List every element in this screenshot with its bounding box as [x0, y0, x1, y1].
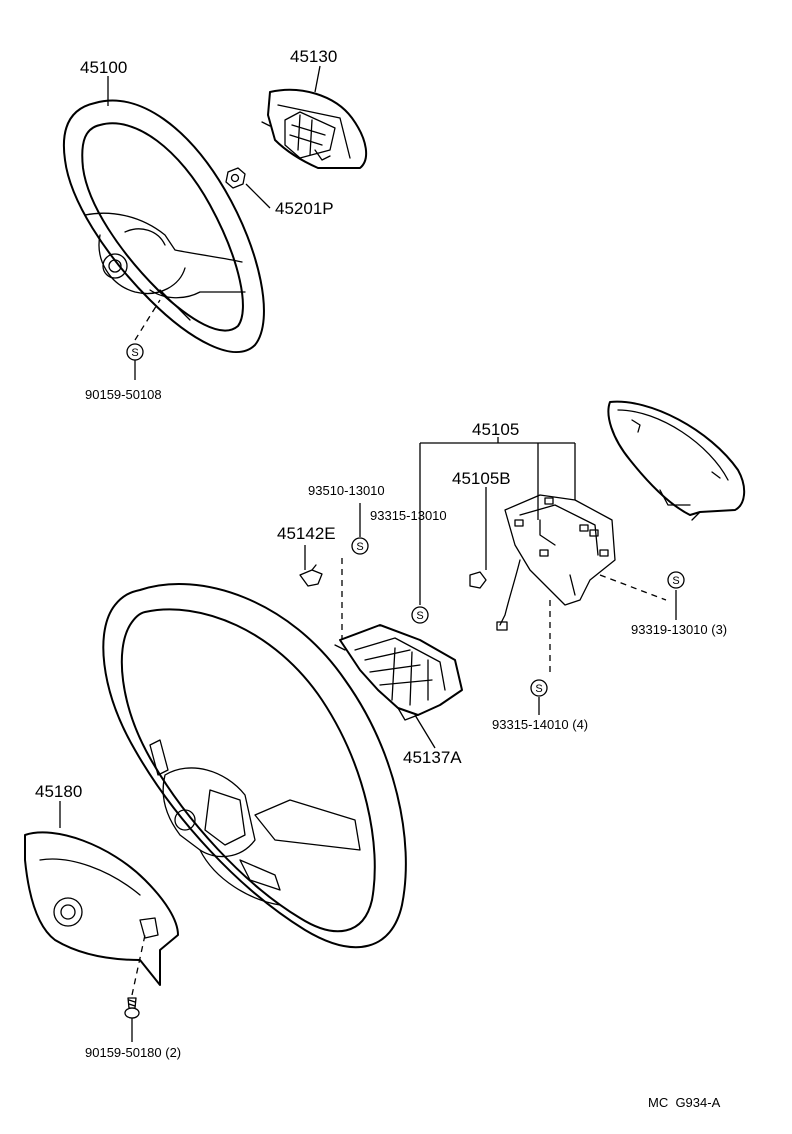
- symbol-s-93319: S: [667, 571, 685, 589]
- label-45105: 45105: [472, 420, 519, 439]
- label-93315-14010: 93315-14010 (4): [492, 717, 588, 732]
- label-45130: 45130: [290, 47, 337, 66]
- svg-text:S: S: [535, 683, 542, 695]
- bracket-assembly-45105: [469, 494, 616, 631]
- label-45100: 45100: [80, 58, 127, 77]
- symbol-s-93315-14010: S: [530, 679, 548, 697]
- label-45142e: 45142E: [277, 524, 336, 543]
- symbol-s-93510: S: [351, 537, 369, 555]
- label-45201p: 45201P: [275, 199, 334, 218]
- screw-90159-50180: [124, 997, 140, 1019]
- clip-45142e: [299, 564, 323, 587]
- footer-code: MC G934-A: [648, 1095, 721, 1110]
- label-93510-13010: 93510-13010: [308, 483, 385, 498]
- label-93319-13010: 93319-13010 (3): [631, 622, 727, 637]
- symbol-s-93315-13010: S: [411, 606, 429, 624]
- steering-wheel-lower: [102, 583, 407, 949]
- svg-text:S: S: [356, 541, 363, 553]
- svg-text:S: S: [416, 610, 423, 622]
- horn-pad-upper: [261, 88, 368, 169]
- horn-pad-cover-right: [607, 400, 746, 521]
- label-93315-13010: 93315-13010: [370, 508, 447, 523]
- label-90159-50180: 90159-50180 (2): [85, 1045, 181, 1060]
- label-45180: 45180: [35, 782, 82, 801]
- svg-text:S: S: [131, 347, 138, 359]
- nut-45201p: [225, 167, 246, 189]
- symbol-s-90159-50108: S: [126, 343, 144, 361]
- horn-pad-lower: [24, 831, 179, 986]
- svg-text:S: S: [672, 575, 679, 587]
- leader-lines: [59, 65, 677, 1042]
- label-90159-50108: 90159-50108: [85, 387, 162, 402]
- label-45105b: 45105B: [452, 469, 511, 488]
- label-45137a: 45137A: [403, 748, 462, 767]
- steering-wheel-upper: [62, 99, 265, 354]
- bracket-45137a: [334, 624, 463, 721]
